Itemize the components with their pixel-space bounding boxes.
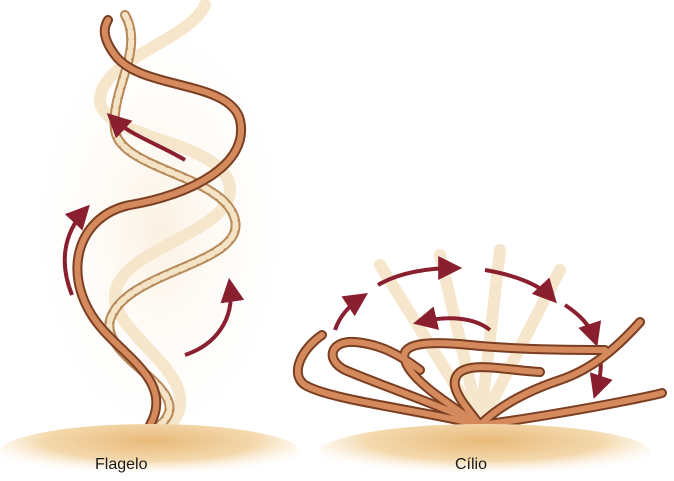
cilium-arrow-4 bbox=[565, 305, 595, 340]
flagellum-diagram bbox=[0, 0, 300, 480]
cilium-diagram bbox=[298, 250, 662, 480]
flagellum-label: Flagelo bbox=[95, 456, 185, 474]
cilium-label: Cílio bbox=[455, 456, 515, 474]
cilium-arrow-1 bbox=[335, 297, 362, 330]
